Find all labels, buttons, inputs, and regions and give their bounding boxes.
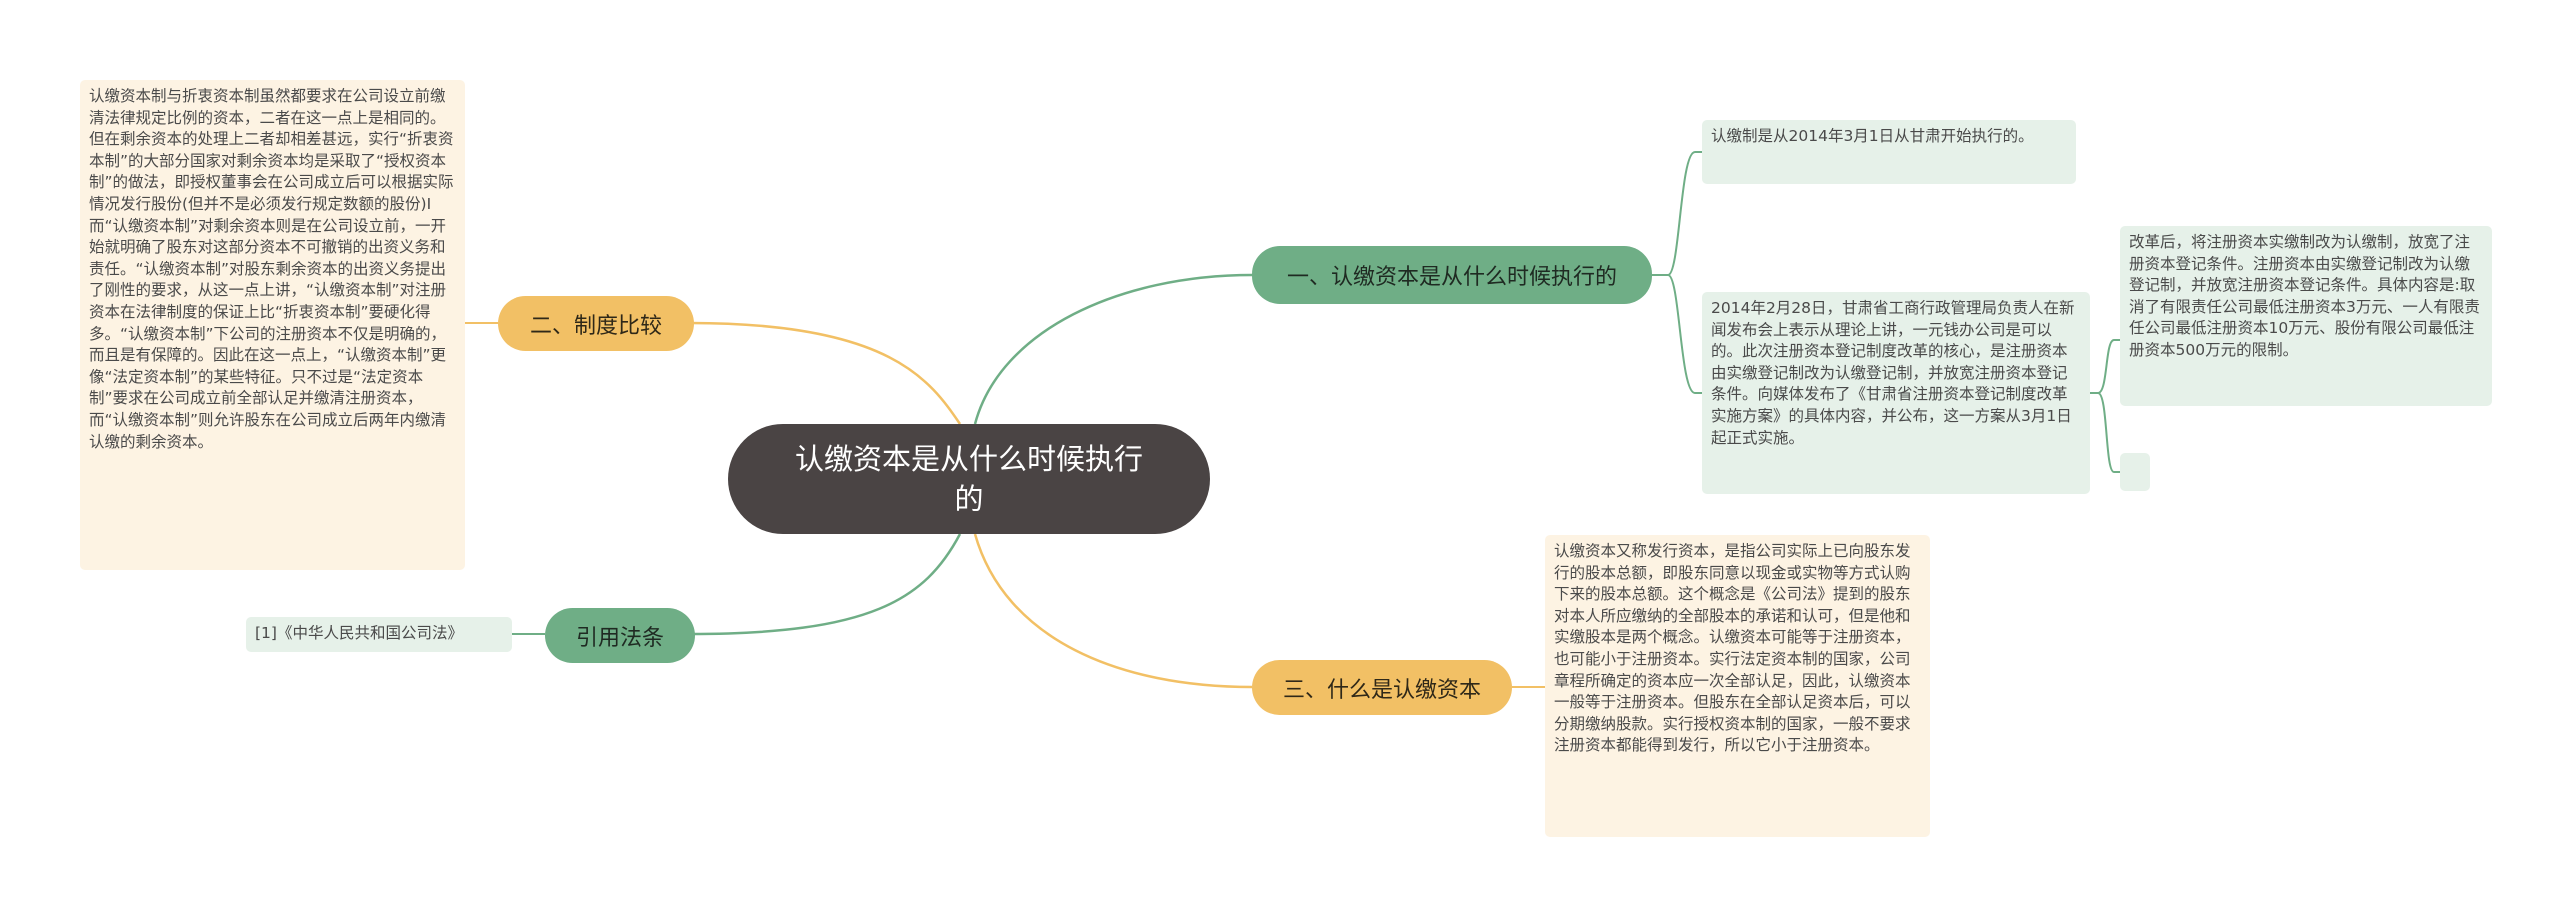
link-center-branch-4 <box>973 533 1253 689</box>
branch-4-leaf-1-text: 认缴资本又称发行资本，是指公司实际上已向股东发行的股本总额，即股东同意以现金或实… <box>1554 542 1911 755</box>
central-topic[interactable]: 认缴资本是从什么时候执行的 <box>728 424 1210 534</box>
link-leaf-2-sub-1 <box>2090 339 2120 394</box>
link-leaf-2-sub-2 <box>2097 392 2120 473</box>
branch-1-leaf-2-text: 2014年2月28日，甘肃省工商行政管理局负责人在新闻发布会上表示从理论上讲，一… <box>1711 299 2075 447</box>
link-center-branch-3 <box>689 533 962 636</box>
branch-1-leaf-1-text: 认缴制是从2014年3月1日从甘肃开始执行的。 <box>1711 127 2034 145</box>
branch-1-leaf-1[interactable]: 认缴制是从2014年3月1日从甘肃开始执行的。 <box>1702 120 2076 184</box>
branch-2-leaf-1-text: 认缴资本制与折衷资本制虽然都要求在公司设立前缴清法律规定比例的资本，二者在这一点… <box>89 87 454 451</box>
branch-3-leaf-1-text: [1]《中华人民共和国公司法》 <box>255 624 463 642</box>
branch-2-leaf-1[interactable]: 认缴资本制与折衷资本制虽然都要求在公司设立前缴清法律规定比例的资本，二者在这一点… <box>80 80 465 570</box>
branch-1-title: 一、认缴资本是从什么时候执行的 <box>1286 265 1617 290</box>
branch-4-topic[interactable]: 三、什么是认缴资本 <box>1252 660 1512 715</box>
link-branch-1-leaf-1 <box>1652 151 1702 276</box>
branch-1-subleaf-2-empty[interactable] <box>2120 453 2150 491</box>
branch-4-leaf-1[interactable]: 认缴资本又称发行资本，是指公司实际上已向股东发行的股本总额，即股东同意以现金或实… <box>1545 535 1930 837</box>
branch-3-title: 引用法条 <box>575 625 664 651</box>
branch-3-topic[interactable]: 引用法条 <box>545 608 695 663</box>
branch-3-leaf-1[interactable]: [1]《中华人民共和国公司法》 <box>246 617 512 652</box>
branch-4-title: 三、什么是认缴资本 <box>1282 677 1481 703</box>
branch-2-topic[interactable]: 二、制度比较 <box>498 296 694 351</box>
link-center-branch-2 <box>689 321 962 425</box>
central-topic-title: 认缴资本是从什么时候执行的 <box>794 442 1143 516</box>
link-branch-1-leaf-2 <box>1667 274 1702 394</box>
branch-1-subleaf-1[interactable]: 改革后，将注册资本实缴制改为认缴制，放宽了注册资本登记条件。注册资本由实缴登记制… <box>2120 226 2492 406</box>
link-center-branch-1 <box>973 273 1253 425</box>
branch-1-topic[interactable]: 一、认缴资本是从什么时候执行的 <box>1252 246 1652 304</box>
branch-1-subleaf-1-text: 改革后，将注册资本实缴制改为认缴制，放宽了注册资本登记条件。注册资本由实缴登记制… <box>2129 233 2480 359</box>
branch-1-leaf-2[interactable]: 2014年2月28日，甘肃省工商行政管理局负责人在新闻发布会上表示从理论上讲，一… <box>1702 292 2090 494</box>
branch-2-title: 二、制度比较 <box>529 313 662 339</box>
